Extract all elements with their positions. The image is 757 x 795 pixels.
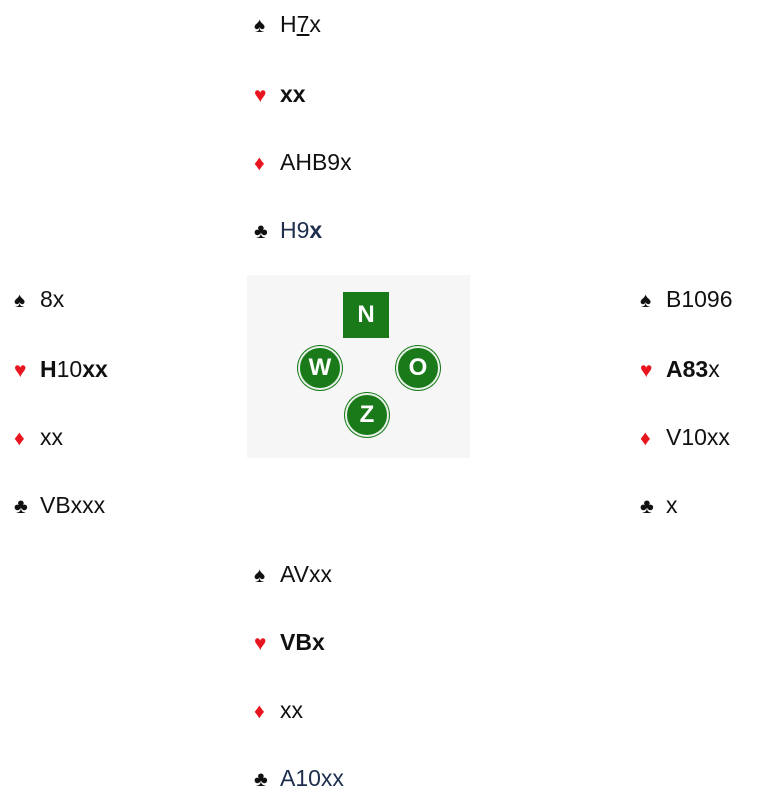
south-spades-row: ♠ AVxx xyxy=(254,559,332,589)
west-spades-cards: 8x xyxy=(40,286,65,312)
east-clubs-row: ♣x xyxy=(640,490,678,520)
club-icon: ♣ xyxy=(640,495,654,518)
south-marker: Z xyxy=(345,393,389,437)
diamond-icon: ♦ xyxy=(14,427,25,450)
west-hearts-honor: H xyxy=(40,356,57,382)
north-marker: N xyxy=(343,292,389,338)
north-clubs-cards: H9 xyxy=(280,217,310,243)
south-diamonds-cards: xx xyxy=(280,697,303,723)
north-spades-underlined: 7 xyxy=(296,11,310,37)
west-hearts-ten: 10 xyxy=(56,356,83,382)
spade-icon: ♠ xyxy=(254,564,266,587)
west-spades-row: ♠ 8x xyxy=(14,284,64,314)
east-clubs-cards: x xyxy=(666,492,678,518)
club-icon: ♣ xyxy=(14,495,28,518)
heart-icon: ♥ xyxy=(254,84,267,107)
club-icon: ♣ xyxy=(254,220,268,243)
heart-icon: ♥ xyxy=(254,632,267,655)
spade-icon: ♠ xyxy=(254,14,266,37)
spade-icon: ♠ xyxy=(14,289,26,312)
north-diamonds-cards: AHB9x xyxy=(280,149,352,175)
north-diamonds-row: ♦ AHB9x xyxy=(254,147,352,177)
spade-icon: ♠ xyxy=(640,289,652,312)
heart-icon: ♥ xyxy=(14,359,27,382)
west-hearts-rest: xx xyxy=(82,356,108,382)
south-clubs-row: ♣ A10xx xyxy=(254,763,344,793)
east-hearts-bold: A83 xyxy=(666,356,709,382)
heart-icon: ♥ xyxy=(640,359,653,382)
diamond-icon: ♦ xyxy=(254,152,265,175)
west-hearts-row: ♥ H10xx xyxy=(14,354,108,384)
east-marker: O xyxy=(396,346,440,390)
north-spades-rest: x xyxy=(309,11,321,37)
east-spades-row: ♠ B1096 xyxy=(640,284,733,314)
north-spades-honor: H xyxy=(280,11,297,37)
north-hearts-row: ♥ xx xyxy=(254,79,306,109)
north-hearts-cards: xx xyxy=(280,81,306,107)
compass-diagram: N W O Z xyxy=(247,275,470,458)
south-spades-cards: AVxx xyxy=(280,561,332,587)
north-spades-row: ♠ H7x xyxy=(254,9,321,39)
west-clubs-cards: VBxxx xyxy=(40,492,106,518)
west-diamonds-row: ♦ xx xyxy=(14,422,63,452)
west-clubs-row: ♣ VBxxx xyxy=(14,490,105,520)
diamond-icon: ♦ xyxy=(640,427,651,450)
east-spades-cards: B1096 xyxy=(666,286,733,312)
east-diamonds-cards: V10xx xyxy=(666,424,730,450)
north-clubs-row: ♣ H9x xyxy=(254,215,322,245)
south-hearts-cards: VBx xyxy=(280,629,325,655)
south-clubs-cards: A10xx xyxy=(280,765,344,791)
diamond-icon: ♦ xyxy=(254,700,265,723)
south-diamonds-row: ♦ xx xyxy=(254,695,303,725)
west-marker: W xyxy=(298,346,342,390)
east-diamonds-row: ♦ V10xx xyxy=(640,422,730,452)
west-diamonds-cards: xx xyxy=(40,424,63,450)
south-hearts-row: ♥ VBx xyxy=(254,627,325,657)
club-icon: ♣ xyxy=(254,768,268,791)
east-hearts-rest: x xyxy=(708,356,720,382)
north-clubs-bold: x xyxy=(309,217,323,243)
east-hearts-row: ♥ A83x xyxy=(640,354,720,384)
